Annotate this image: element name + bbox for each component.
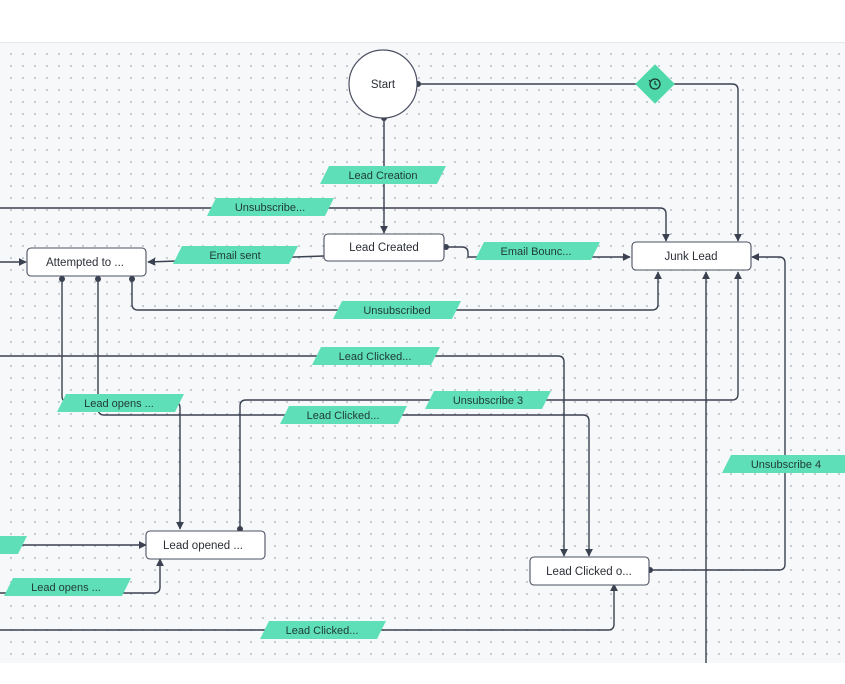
edge-label-lead-clicked-1[interactable]: Lead Clicked... [312,347,440,365]
edge-label-unsubscribe-3[interactable]: Unsubscribe 3 [425,391,551,409]
node-junk-lead[interactable]: Junk Lead [631,241,752,271]
timer-icon [648,78,661,90]
edge-lead-clicked-1 [0,355,568,557]
node-attempted-to[interactable]: Attempted to ... [26,247,147,277]
node-lead-opened-label: Lead opened ... [163,540,243,552]
connector-dots [59,81,653,573]
edge-lead-opens-2 [0,558,164,594]
edge-label-lead-opens-2-text: Lead opens ... [31,582,101,594]
edge-label-unsubscribe-4-text: Unsubscribe 4 [751,459,821,471]
edge-label-email-bounce-text: Email Bounc... [501,246,572,258]
edge-start-to-junk-lead [418,83,742,242]
edge-label-lead-creation-text: Lead Creation [348,170,417,182]
node-start-label: Start [371,79,396,91]
edge-label-unsubscribe-top[interactable]: Unsubscribe... [207,198,334,216]
edge-label-lead-clicked-2[interactable]: Lead Clicked... [280,406,407,424]
edge-unsubscribe-4 [650,253,786,571]
edge-label-unsubscribe-top-text: Unsubscribe... [235,202,305,214]
edge-label-unsubscribed[interactable]: Unsubscribed [333,301,461,319]
node-timer-diamond[interactable] [635,64,675,104]
edge-label-lead-clicked-3-text: Lead Clicked... [286,625,359,637]
edge-label-lead-opens-2[interactable]: Lead opens ... [4,578,131,596]
edge-label-email-bounce[interactable]: Email Bounc... [475,242,600,260]
edge-label-lead-opened-partial[interactable] [0,536,27,554]
edge-label-lead-opens-1[interactable]: Lead opens ... [57,394,184,412]
edge-label-lead-clicked-2-text: Lead Clicked... [307,410,380,422]
edge-label-lead-clicked-3[interactable]: Lead Clicked... [260,621,386,639]
node-lead-clicked-o[interactable]: Lead Clicked o... [529,556,650,586]
edge-label-unsubscribed-text: Unsubscribed [363,305,430,317]
edge-label-unsubscribe-4[interactable]: Unsubscribe 4 [722,455,845,473]
workflow-canvas[interactable] [0,43,845,663]
node-lead-created-label: Lead Created [349,242,419,254]
node-start[interactable]: Start [348,49,418,119]
edge-unsubscribe-top [0,207,670,242]
edge-lead-clicked-3 [0,583,618,631]
node-lead-opened[interactable]: Lead opened ... [145,530,266,560]
top-toolbar [0,0,845,43]
node-attempted-to-label: Attempted to ... [46,257,124,269]
edge-label-lead-opens-1-text: Lead opens ... [84,398,154,410]
edge-label-email-sent-text: Email sent [209,250,260,262]
edge-label-lead-creation[interactable]: Lead Creation [320,166,446,184]
node-lead-created[interactable]: Lead Created [323,233,445,262]
bottom-bar [0,663,845,684]
edge-email-bounce [446,246,631,261]
edge-label-lead-clicked-1-text: Lead Clicked... [339,351,412,363]
edge-label-unsubscribe-3-text: Unsubscribe 3 [453,395,523,407]
node-lead-clicked-o-label: Lead Clicked o... [546,566,632,578]
edge-label-email-sent[interactable]: Email sent [173,246,298,264]
node-junk-lead-label: Junk Lead [664,251,717,263]
